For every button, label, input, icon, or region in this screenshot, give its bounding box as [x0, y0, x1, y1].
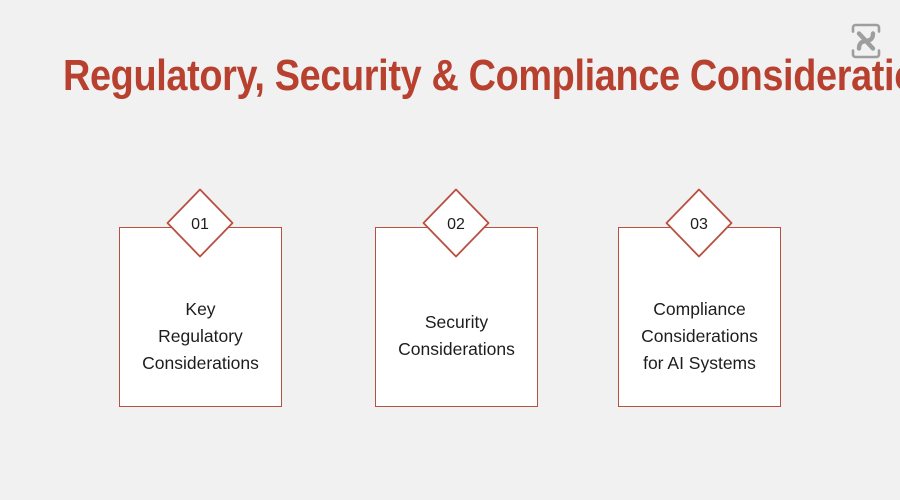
card-03-line-2: Considerations [641, 325, 758, 346]
card-03-line-3: for AI Systems [643, 352, 756, 373]
badge-03: 03 [663, 186, 735, 260]
badge-01-number: 01 [191, 216, 209, 233]
card-02-line-1: Security [424, 312, 489, 332]
card-01-line-2: Regulatory [158, 325, 243, 346]
brand-logo-icon [849, 22, 883, 60]
badge-03-number: 03 [690, 216, 708, 233]
badge-02-number: 02 [447, 216, 465, 233]
cards-row: Key Regulatory Considerations Security C… [0, 186, 900, 416]
card-02-text: Security Considerations [376, 274, 537, 398]
card-01-line-1: Key [185, 298, 216, 319]
card-03-line-1: Compliance [653, 298, 746, 319]
badge-02: 02 [420, 186, 492, 260]
card-02-line-2: Considerations [398, 339, 515, 359]
card-03-text: Compliance Considerations for AI Systems [619, 274, 780, 398]
badge-01: 01 [164, 186, 236, 260]
card-01-line-3: Considerations [142, 352, 259, 373]
card-03[interactable]: Compliance Considerations for AI Systems [618, 227, 781, 407]
card-01-text: Key Regulatory Considerations [120, 274, 281, 398]
page-title: Regulatory, Security & Compliance Consid… [63, 51, 900, 100]
